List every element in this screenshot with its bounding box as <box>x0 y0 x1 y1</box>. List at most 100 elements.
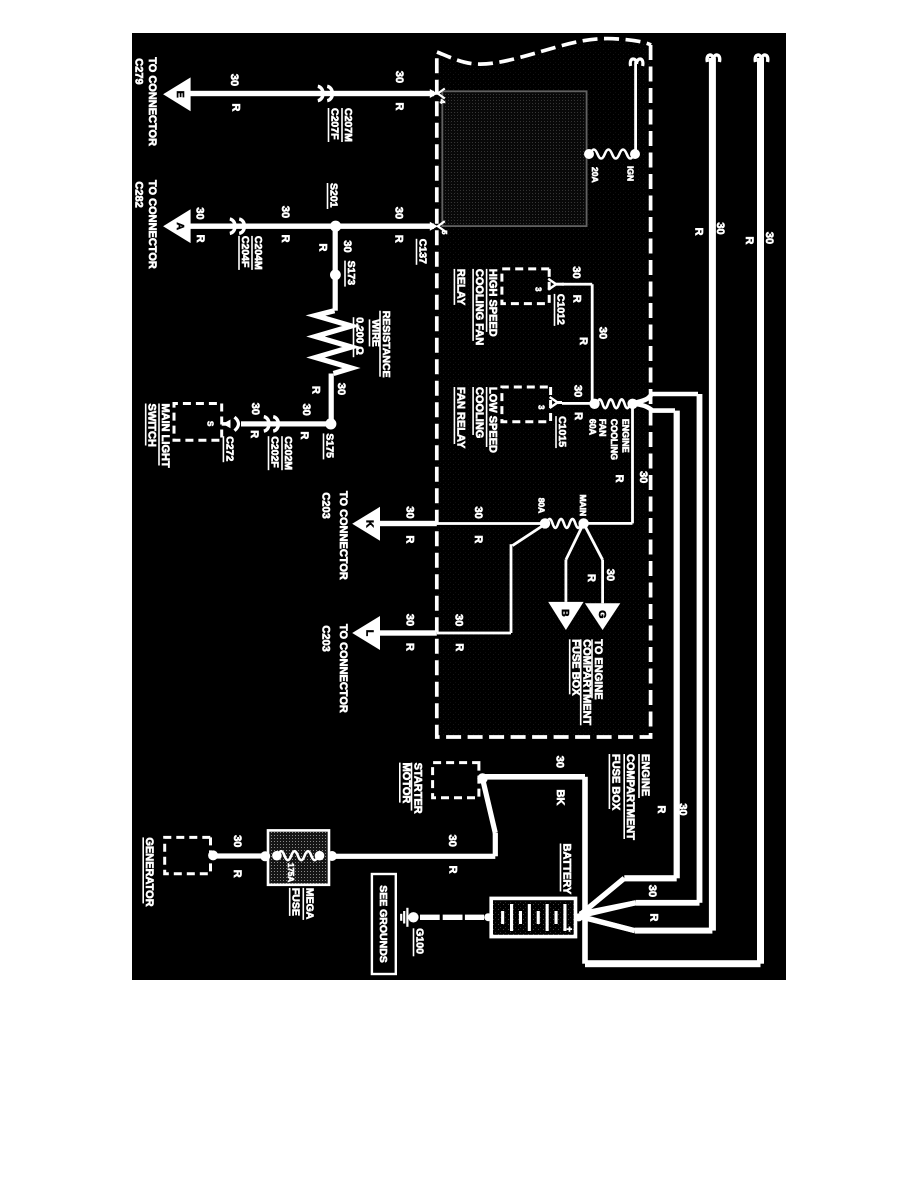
svg-text:R: R <box>231 870 243 878</box>
svg-text:C1012: C1012 <box>555 294 567 325</box>
svg-text:K: K <box>364 520 376 528</box>
svg-text:R: R <box>446 866 458 874</box>
svg-text:C282: C282 <box>133 181 145 207</box>
svg-text:STARTER: STARTER <box>412 763 424 814</box>
svg-text:GENERATOR: GENERATOR <box>143 837 155 906</box>
svg-text:R: R <box>194 235 206 243</box>
svg-text:30: 30 <box>596 327 608 339</box>
svg-text:TO CONNECTOR: TO CONNECTOR <box>337 624 349 713</box>
svg-text:60A: 60A <box>588 419 598 436</box>
svg-text:30: 30 <box>763 232 775 244</box>
svg-text:30: 30 <box>714 222 726 234</box>
svg-text:RESISTANCE: RESISTANCE <box>380 311 392 378</box>
svg-text:R: R <box>472 535 484 543</box>
svg-text:MAIN: MAIN <box>578 494 588 516</box>
svg-text:C204M: C204M <box>252 236 264 270</box>
svg-text:4: 4 <box>438 99 447 104</box>
svg-text:R: R <box>693 228 705 236</box>
svg-text:R: R <box>648 914 660 922</box>
svg-text:BK: BK <box>554 789 566 805</box>
svg-text:S175: S175 <box>324 433 336 458</box>
svg-text:FAN RELAY: FAN RELAY <box>454 387 466 449</box>
svg-text:30: 30 <box>341 240 353 252</box>
svg-text:3: 3 <box>534 287 543 292</box>
svg-text:HIGH SPEED: HIGH SPEED <box>487 269 499 337</box>
svg-text:RELAY: RELAY <box>454 269 466 306</box>
svg-text:R: R <box>404 536 416 544</box>
svg-text:175A: 175A <box>286 863 295 882</box>
svg-text:30: 30 <box>472 506 484 518</box>
svg-text:C202F: C202F <box>269 436 281 468</box>
svg-text:R: R <box>310 386 322 394</box>
svg-text:ENGINE: ENGINE <box>621 419 631 453</box>
svg-text:MEGA: MEGA <box>303 888 315 920</box>
svg-text:30: 30 <box>646 885 658 897</box>
svg-text:30: 30 <box>571 385 583 397</box>
svg-text:COMPARTMENT: COMPARTMENT <box>581 639 593 725</box>
svg-text:30: 30 <box>676 803 688 815</box>
svg-text:30: 30 <box>404 506 416 518</box>
svg-text:R: R <box>279 235 291 243</box>
svg-text:MOTOR: MOTOR <box>400 763 412 804</box>
svg-text:C204F: C204F <box>239 236 251 268</box>
svg-text:C1015: C1015 <box>556 416 568 447</box>
svg-text:ENGINE: ENGINE <box>639 754 651 796</box>
svg-text:SEE GROUNDS: SEE GROUNDS <box>377 885 389 963</box>
svg-text:S201: S201 <box>328 183 340 208</box>
svg-text:R: R <box>743 237 755 245</box>
svg-text:R: R <box>571 295 583 303</box>
svg-text:S173: S173 <box>345 261 357 286</box>
svg-text:30: 30 <box>393 71 405 83</box>
svg-text:E: E <box>174 91 186 98</box>
svg-text:C202M: C202M <box>282 436 294 470</box>
svg-text:C272: C272 <box>223 436 235 461</box>
svg-text:C137: C137 <box>417 239 429 264</box>
svg-text:30: 30 <box>570 266 582 278</box>
svg-text:WIRE: WIRE <box>370 319 382 346</box>
svg-text:R: R <box>317 244 329 252</box>
svg-text:C207M: C207M <box>342 108 354 142</box>
svg-text:L: L <box>364 630 376 637</box>
svg-text:G100: G100 <box>414 928 426 954</box>
svg-text:R: R <box>577 337 589 345</box>
svg-text:30: 30 <box>604 569 616 581</box>
svg-text:30: 30 <box>446 835 458 847</box>
svg-text:30: 30 <box>300 404 312 416</box>
svg-text:C279: C279 <box>133 58 145 84</box>
svg-text:30: 30 <box>554 756 566 768</box>
svg-text:R: R <box>453 643 465 651</box>
svg-text:S: S <box>206 421 215 427</box>
svg-text:C207F: C207F <box>329 108 341 140</box>
svg-text:5: 5 <box>440 230 449 234</box>
svg-text:TO CONNECTOR: TO CONNECTOR <box>337 491 349 580</box>
svg-text:BATTERY: BATTERY <box>561 844 573 895</box>
svg-text:R: R <box>393 235 405 243</box>
svg-text:R: R <box>248 430 260 438</box>
svg-text:0.200 Ω: 0.200 Ω <box>354 317 366 355</box>
svg-text:C203: C203 <box>320 625 332 651</box>
svg-text:B: B <box>559 609 571 617</box>
svg-text:COOLING: COOLING <box>473 387 485 438</box>
svg-text:TO CONNECTOR: TO CONNECTOR <box>146 180 158 269</box>
svg-text:30: 30 <box>404 614 416 626</box>
svg-text:FUSE BOX: FUSE BOX <box>570 639 582 696</box>
svg-text:80A: 80A <box>537 498 547 514</box>
svg-text:FUSE BOX: FUSE BOX <box>609 754 621 811</box>
svg-text:20A: 20A <box>590 167 600 183</box>
svg-text:TO CONNECTOR: TO CONNECTOR <box>146 57 158 146</box>
svg-text:30: 30 <box>452 614 464 626</box>
svg-text:COMPARTMENT: COMPARTMENT <box>624 754 636 840</box>
svg-text:R: R <box>404 643 416 651</box>
svg-text:30: 30 <box>231 835 243 847</box>
svg-text:R: R <box>298 432 310 440</box>
svg-text:3: 3 <box>537 405 546 410</box>
svg-text:COOLING FAN: COOLING FAN <box>473 269 485 345</box>
svg-text:30: 30 <box>249 403 261 415</box>
svg-text:FAN: FAN <box>598 419 608 437</box>
svg-text:30: 30 <box>279 206 291 218</box>
svg-text:LOW SPEED: LOW SPEED <box>487 387 499 453</box>
svg-text:R: R <box>393 103 405 111</box>
svg-text:SWITCH: SWITCH <box>146 404 158 447</box>
svg-text:30: 30 <box>194 207 206 219</box>
svg-text:+: + <box>565 927 575 932</box>
